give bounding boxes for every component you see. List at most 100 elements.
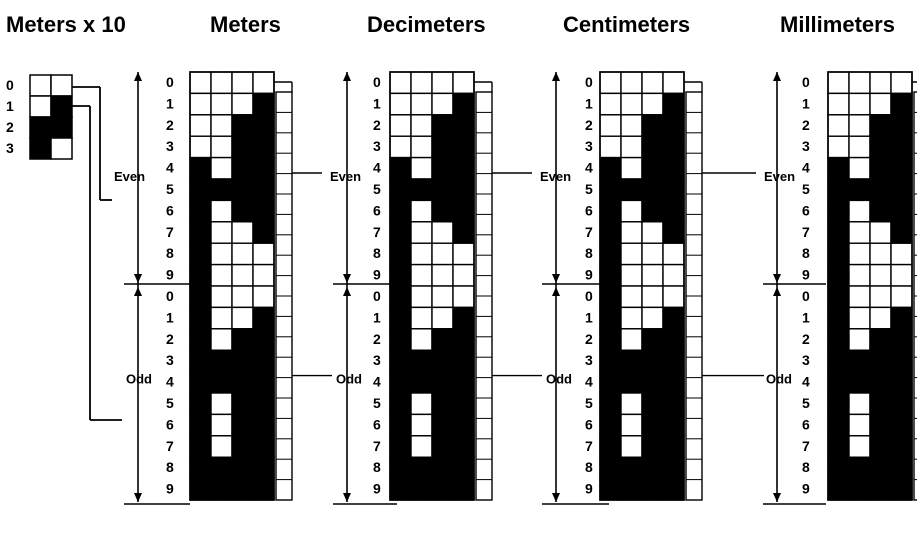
centimeters-cell [599,92,622,116]
millimeters-cell [827,242,850,266]
millimeters-digit-label: 6 [802,416,810,432]
meters-cell [252,263,275,287]
meters-cell [231,178,254,202]
centimeters-cell [641,328,664,351]
decimeters-cell [410,242,433,266]
millimeters-cell [890,456,913,480]
meters-cell [189,392,212,416]
decimeters-digit-label: 4 [373,374,381,390]
centimeters-cell [599,477,622,501]
centimeters-cell [662,328,685,351]
centimeters-cell [641,370,664,394]
centimeters-cell [641,263,664,287]
centimeters-cell [620,92,643,116]
millimeters-odd-label: Odd [766,372,792,387]
millimeters-digit-label: 6 [802,202,810,218]
meters-cell [189,370,212,394]
millimeters-cell [890,413,913,437]
decimeters-axis-arrow-mid-down [343,274,351,283]
millimeters-cell [890,435,913,458]
centimeters-cell [599,392,622,416]
meters-cell [189,456,212,480]
millimeters-cell [848,242,871,266]
centimeters-cell [662,456,685,480]
centimeters-digit-label: 1 [585,309,593,325]
millimeters-cell [890,135,913,159]
meters-cell [210,435,233,458]
meters-x10-cell [29,116,52,139]
meters-digit-label: 0 [166,74,174,90]
centimeters-digit-label: 5 [585,181,593,197]
millimeters-cell [848,221,871,244]
meters-x10-digit-label: 0 [6,77,14,93]
millimeters-cell [869,156,892,180]
millimeters-cell [869,263,892,287]
decimeters-cell [410,114,433,137]
meters-cell [252,114,275,137]
meters-digit-label: 1 [166,309,174,325]
millimeters-cell [890,114,913,137]
decimeters-grid-border [389,71,475,501]
centimeters-cell [662,392,685,416]
millimeters-cell [890,156,913,180]
meters-axis-arrow-mid-down [134,274,142,283]
millimeters-cell [848,71,871,95]
decimeters-digit-label: 8 [373,245,381,261]
millimeters-cell [827,221,850,244]
millimeters-digit-label: 4 [802,374,810,390]
millimeters-cell [890,199,913,223]
decimeters-digit-label: 2 [373,331,381,347]
decimeters-digit-label: 4 [373,160,381,176]
millimeters-cell [848,435,871,458]
centimeters-cell [599,114,622,137]
centimeters-cell [620,263,643,287]
decimeters-cell [431,199,454,223]
centimeters-cell [599,199,622,223]
decimeters-cell [431,285,454,309]
decimeters-digit-label: 6 [373,416,381,432]
meters-cell [189,178,212,202]
centimeters-cell [620,328,643,351]
millimeters-cell [890,263,913,287]
millimeters-cell [827,199,850,223]
millimeters-digit-label: 3 [802,138,810,154]
centimeters-cell [599,413,622,437]
millimeters-cell [869,370,892,394]
centimeters-cell [599,178,622,202]
centimeters-axis-arrow-up [552,72,560,81]
centimeters-cell [620,285,643,309]
centimeters-cell [662,178,685,202]
millimeters-cell [869,135,892,159]
decimeters-cell [452,178,475,202]
decimeters-cell [452,413,475,437]
decimeters-digit-label: 3 [373,138,381,154]
decimeters-odd-label: Odd [336,372,362,387]
centimeters-digit-label: 0 [585,288,593,304]
centimeters-cell [599,370,622,394]
millimeters-digit-label: 1 [802,309,810,325]
meters-cell [210,199,233,223]
meters-digit-label: 6 [166,202,174,218]
meters-cell [189,92,212,116]
meters-cell [210,328,233,351]
decimeters-cell [389,370,412,394]
meters-cell [189,413,212,437]
meters-cell [252,135,275,159]
meters-cell [210,370,233,394]
decimeters-cell [410,328,433,351]
decimeters-cell [389,477,412,501]
decimeters-cell [410,477,433,501]
meters-axis-arrow-mid-up [134,287,142,296]
centimeters-cell [599,221,622,244]
centimeters-digit-label: 0 [585,74,593,90]
header-decimeters: Decimeters [367,12,486,37]
meters-cell [252,221,275,244]
millimeters-cell [890,221,913,244]
centimeters-cell [662,413,685,437]
millimeters-cell [848,114,871,137]
meters-digit-label: 8 [166,245,174,261]
centimeters-cell [641,306,664,330]
millimeters-cell [890,242,913,266]
centimeters-cell [620,114,643,137]
centimeters-cell [641,71,664,95]
